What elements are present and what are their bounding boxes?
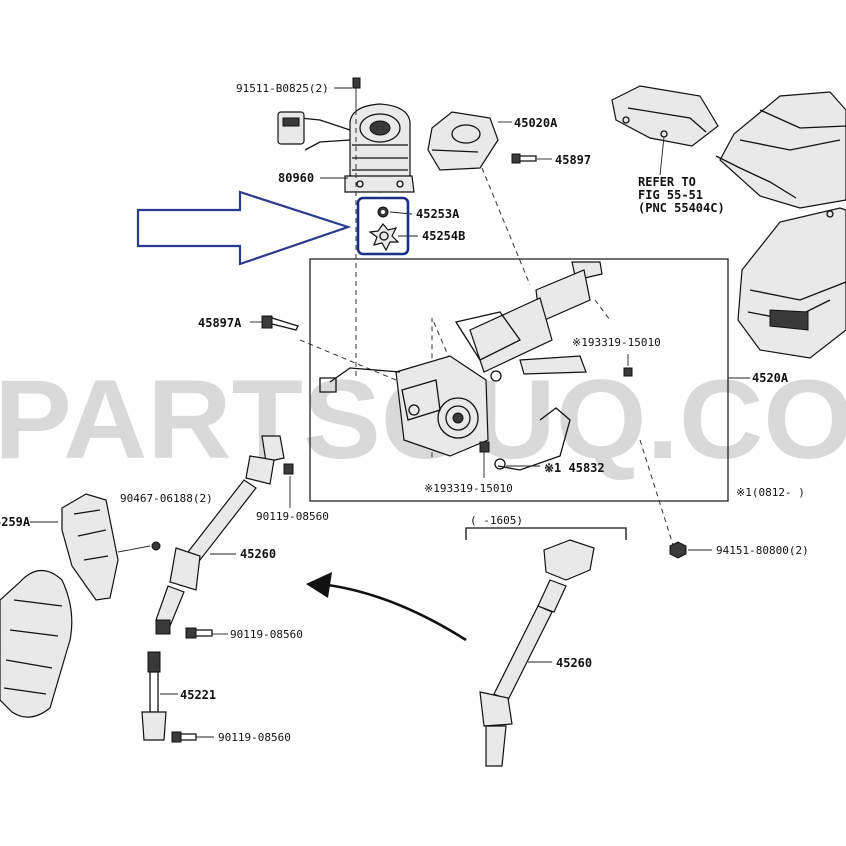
label-45897: 45897 — [555, 153, 591, 167]
label-90119-a: 90119-08560 — [256, 510, 329, 523]
refer-line-2: FIG 55-51 — [638, 188, 703, 202]
motor-80960[interactable] — [277, 77, 415, 193]
boot-5259A[interactable] — [0, 493, 161, 718]
shaft-45221[interactable] — [141, 651, 178, 741]
label-45260-a: 45260 — [240, 547, 276, 561]
refer-line-1: REFER TO — [638, 175, 696, 189]
label-4520A: 4520A — [752, 371, 789, 385]
screw-193319-a[interactable] — [623, 354, 633, 377]
label-45260-b: 45260 — [556, 656, 592, 670]
label-90119-c: 90119-08560 — [218, 731, 291, 744]
assembly-frame — [309, 258, 729, 502]
label-91511: 91511-B0825(2) — [236, 82, 329, 95]
screw-193319-b[interactable] — [479, 441, 490, 478]
leader-lines — [30, 87, 352, 523]
label-193319-a: ※193319-15010 — [572, 336, 661, 349]
label-193319-b: ※193319-15010 — [424, 482, 513, 495]
bolt-45897A[interactable] — [250, 315, 299, 331]
label-80960: 80960 — [278, 171, 314, 185]
shaft-45260-right[interactable] — [479, 539, 595, 767]
highlight-box — [356, 196, 410, 256]
arrow-right-icon — [136, 190, 352, 266]
label-45253A: 45253A — [416, 207, 460, 221]
note-1: ※1(0812- ) — [736, 486, 805, 499]
gear-45254B[interactable] — [368, 223, 418, 252]
shaft-45260-left[interactable] — [155, 435, 285, 635]
label-90467: 90467-06188(2) — [120, 492, 213, 505]
steering-column-4520A[interactable] — [319, 261, 603, 471]
bolt-90119-c[interactable] — [171, 731, 214, 743]
label-5259A: 5259A — [0, 515, 31, 529]
label-45897A: 45897A — [198, 316, 242, 330]
label-45254B: 45254B — [422, 229, 465, 243]
lower-column-cover[interactable] — [737, 207, 846, 359]
sensor-45020A[interactable] — [427, 111, 512, 171]
label-45221: 45221 — [180, 688, 216, 702]
bolt-45897[interactable] — [511, 153, 552, 164]
column-cover-reference[interactable] — [611, 85, 846, 209]
label-range: ( -1605) — [470, 514, 523, 527]
bolt-90119-a[interactable] — [283, 463, 294, 508]
curved-arrow-icon — [306, 572, 467, 642]
guide-lines — [299, 92, 675, 549]
label-45020A: 45020A — [514, 116, 558, 130]
label-90119-b: 90119-08560 — [230, 628, 303, 641]
label-94151: 94151-80800(2) — [716, 544, 809, 557]
nut-94151[interactable] — [669, 541, 712, 559]
sensor-45832[interactable] — [494, 458, 540, 470]
bolt-90119-b[interactable] — [185, 627, 228, 639]
refer-line-3: (PNC 55404C) — [638, 201, 725, 215]
range-bracket — [465, 527, 627, 540]
label-45832: ※1 45832 — [544, 461, 605, 475]
